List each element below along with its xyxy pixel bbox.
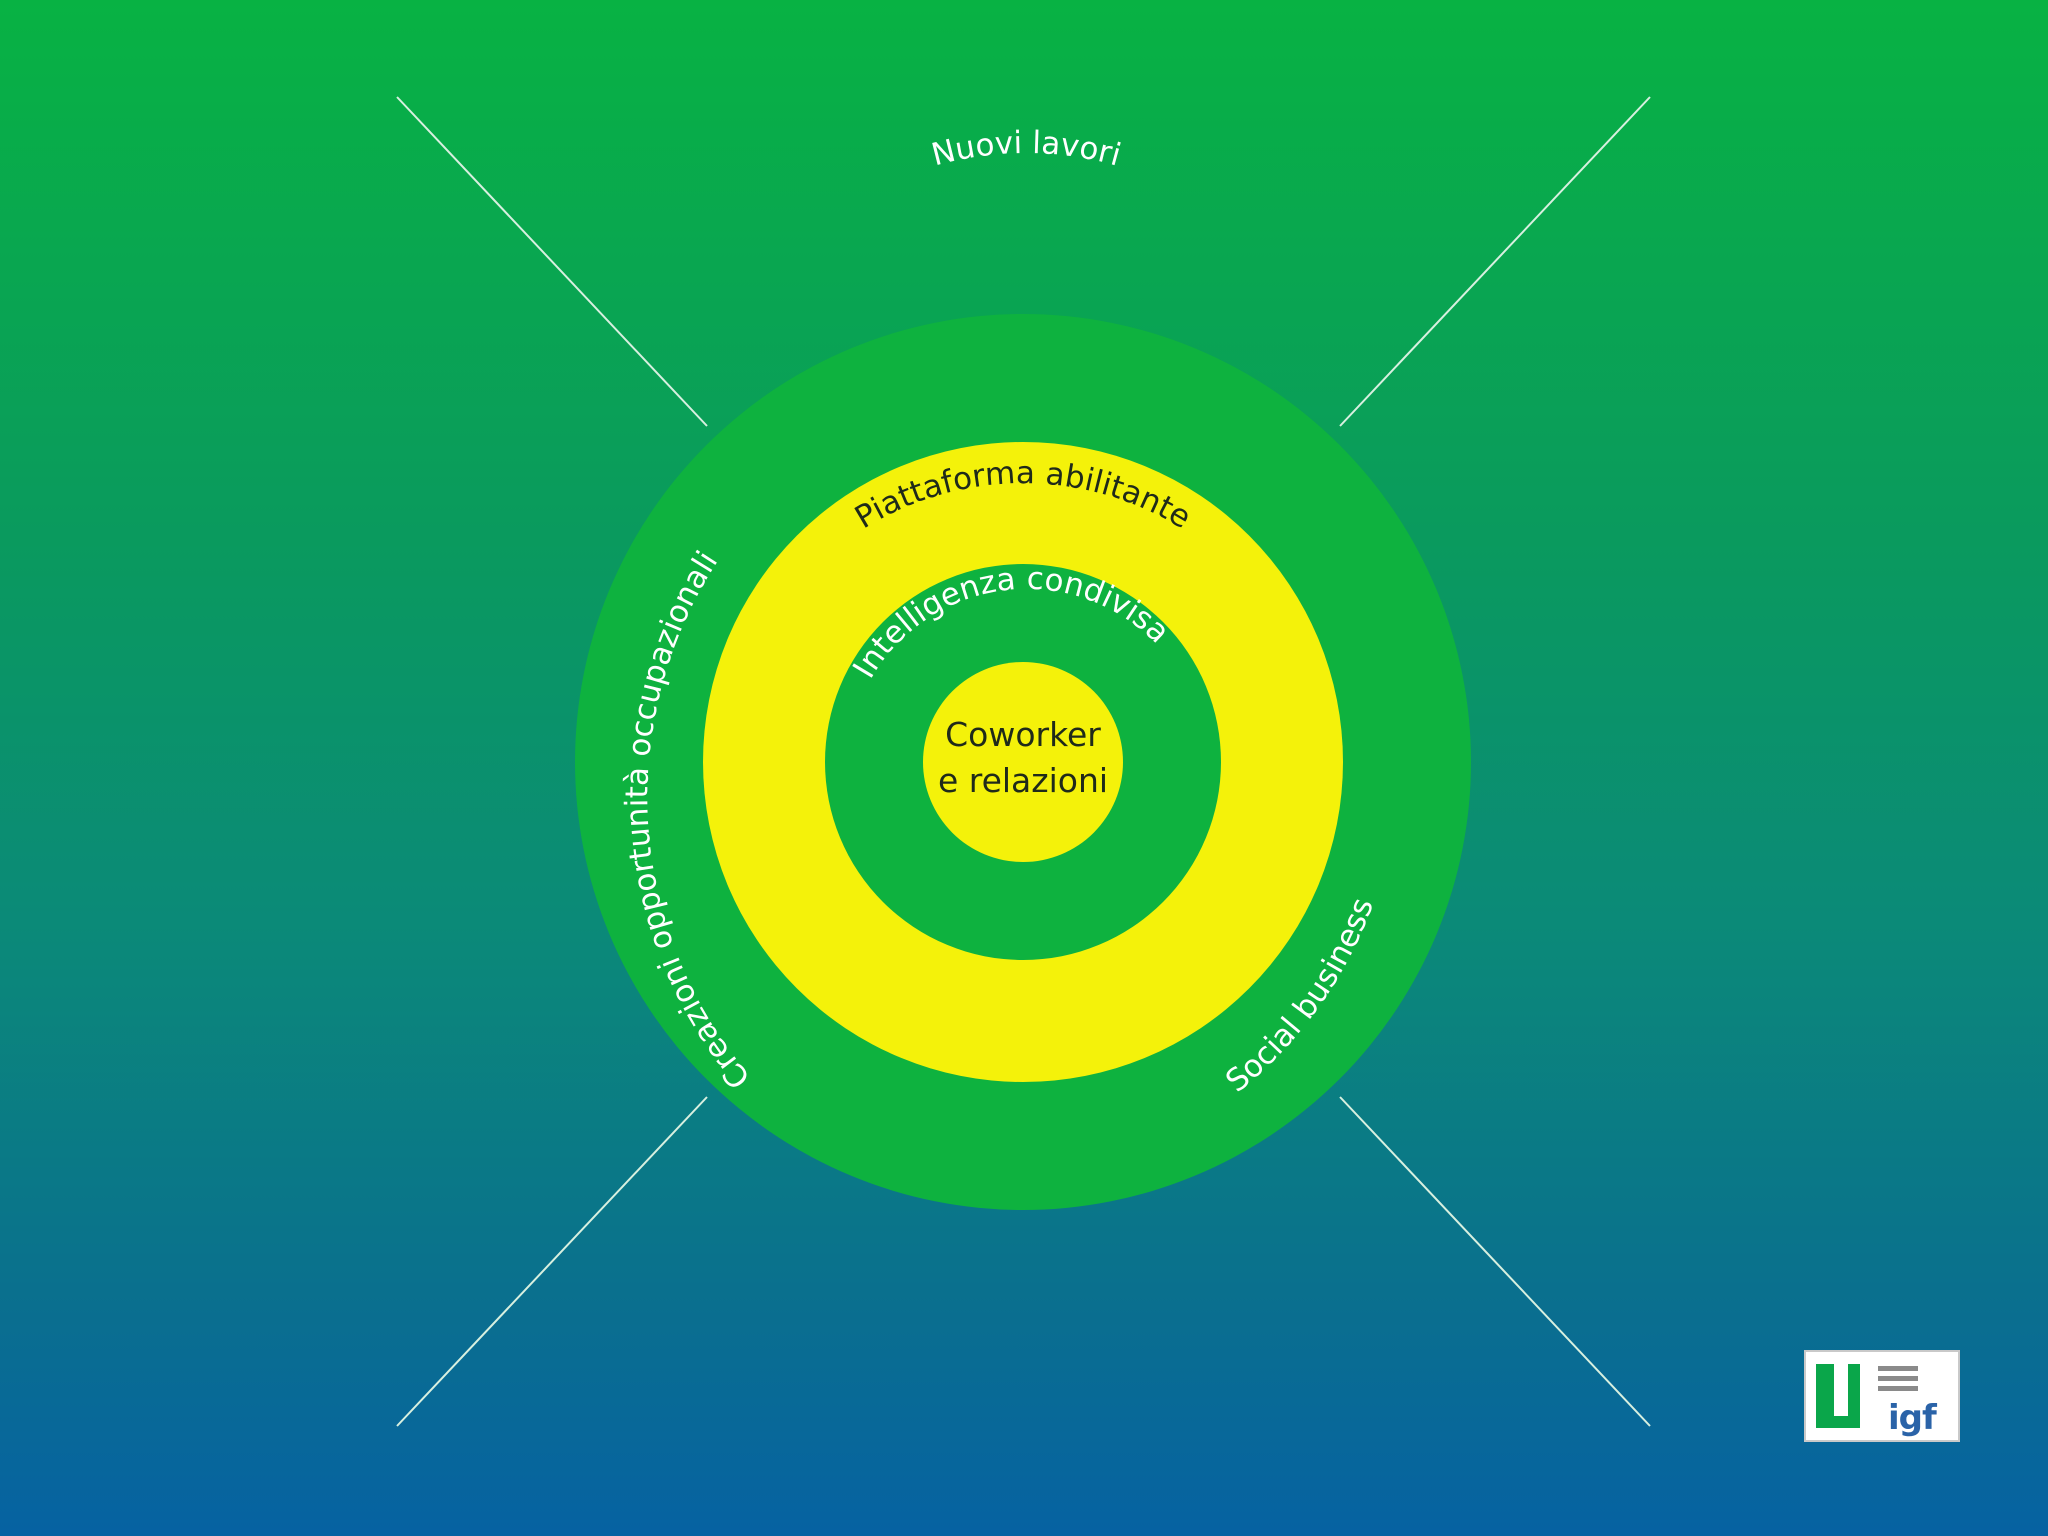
igf-logo: igf <box>1804 1350 1960 1442</box>
center-label-line1: Coworker <box>945 715 1101 754</box>
center-label-line2: e relazioni <box>938 761 1108 800</box>
logo-text: igf <box>1888 1398 1937 1438</box>
diagonal-line-bottom-right <box>1339 1096 1651 1427</box>
logo-text-lines <box>1878 1366 1918 1396</box>
diagonal-line-top-right <box>1339 96 1651 427</box>
logo-j-mark <box>1834 1364 1848 1416</box>
outer-ring-top-label: Nuovi lavori <box>928 125 1125 174</box>
diagonal-line-bottom-left <box>396 1096 708 1427</box>
diagonal-line-top-left <box>396 96 708 427</box>
center-circle <box>923 662 1123 862</box>
